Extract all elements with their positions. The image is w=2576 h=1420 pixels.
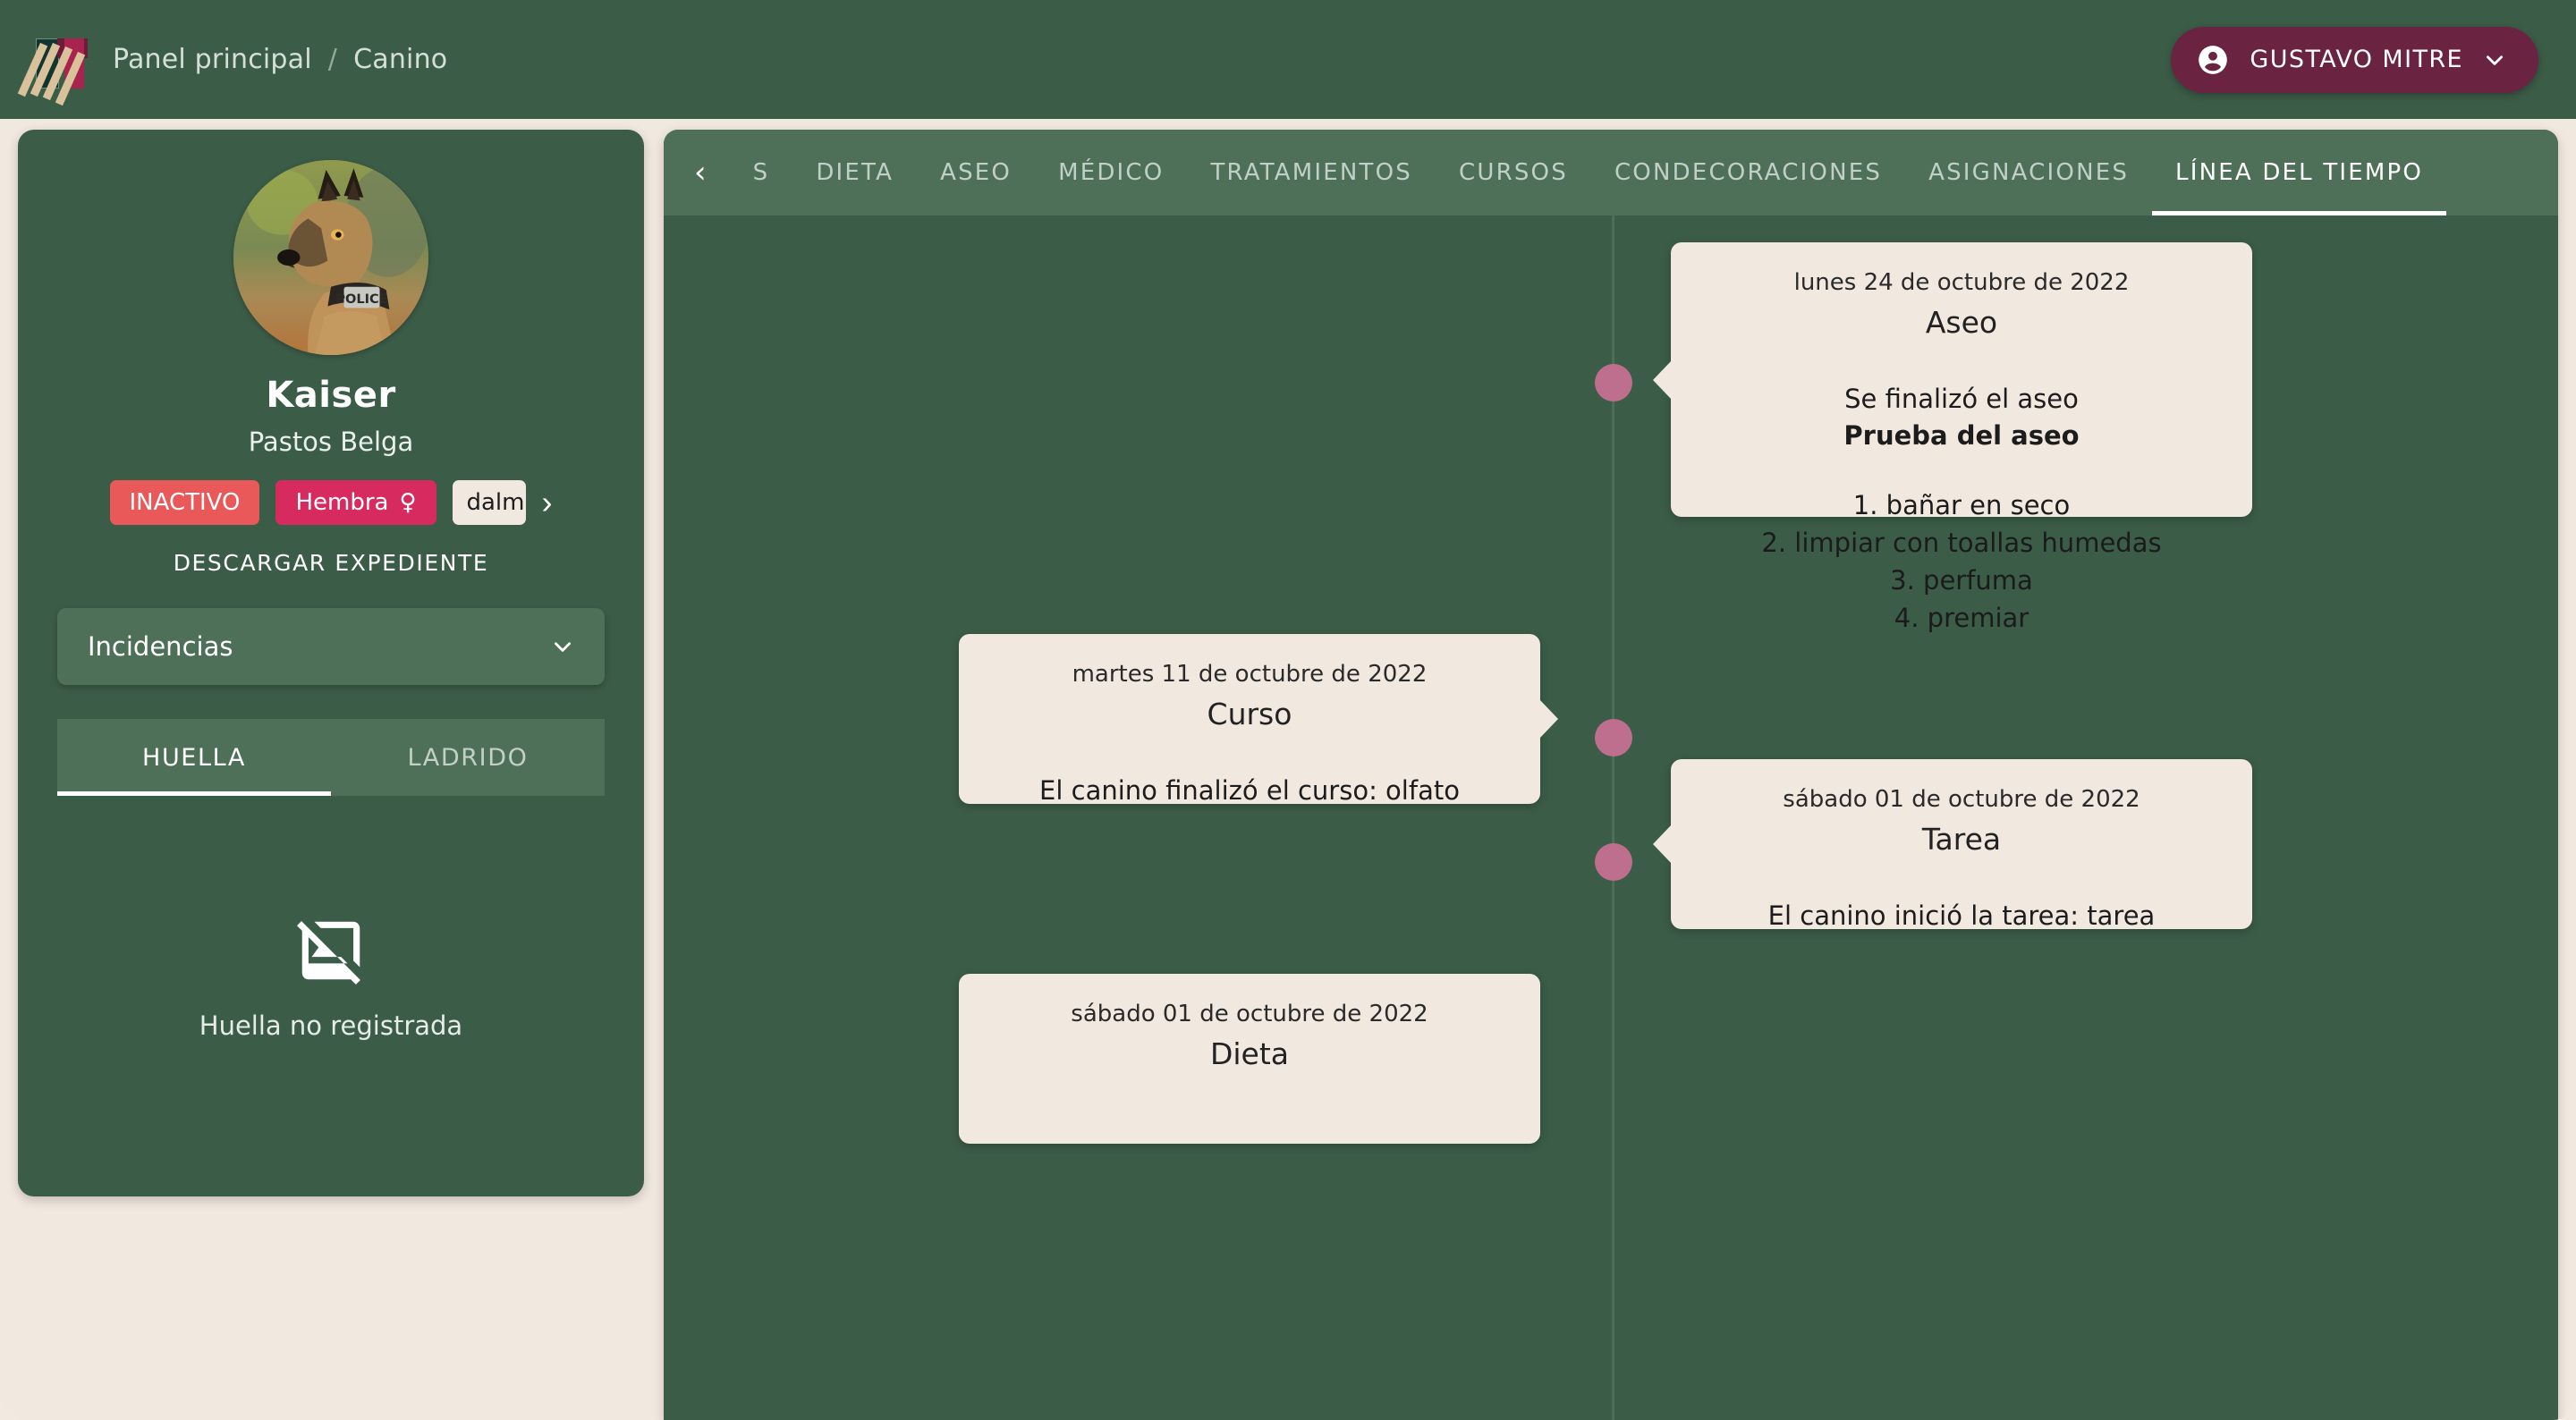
tab-huella[interactable]: HUELLA bbox=[142, 743, 246, 772]
timeline-dot[interactable] bbox=[1595, 719, 1632, 756]
dog-name: Kaiser bbox=[266, 375, 396, 416]
status-badge-inactivo-label: INACTIVO bbox=[129, 489, 241, 516]
timeline-card-notch bbox=[1653, 359, 1672, 400]
timeline-card-date: lunes 24 de octubre de 2022 bbox=[1793, 269, 2130, 296]
biometric-tabs: HUELLA LADRIDO bbox=[57, 719, 605, 796]
timeline-card-title: Dieta bbox=[1209, 1036, 1290, 1071]
breadcrumb-item-canino[interactable]: Canino bbox=[353, 44, 448, 75]
status-badge-breed-label: dalma bbox=[466, 489, 526, 516]
timeline-card-notch bbox=[1653, 824, 1672, 864]
huella-empty-state: Huella no registrada bbox=[199, 912, 462, 1041]
timeline-card-aseo[interactable]: lunes 24 de octubre de 2022 Aseo Se fina… bbox=[1653, 242, 2252, 633]
tab-linea-del-tiempo[interactable]: LÍNEA DEL TIEMPO bbox=[2152, 130, 2447, 216]
timeline-card-date: sábado 01 de octubre de 2022 bbox=[1071, 1001, 1428, 1027]
tab-cursos[interactable]: CURSOS bbox=[1459, 159, 1568, 186]
biometric-tab-indicator bbox=[57, 791, 331, 796]
tab-ladrido[interactable]: LADRIDO bbox=[407, 743, 529, 772]
status-badge-inactivo[interactable]: INACTIVO bbox=[109, 480, 260, 525]
timeline-card-steps: 1. bañar en seco 2. limpiar con toallas … bbox=[1701, 486, 2222, 637]
timeline-card-body-line1: Se finalizó el aseo bbox=[1844, 384, 2079, 414]
timeline-card-body: El canino finalizó el curso: olfato bbox=[1039, 775, 1460, 806]
timeline-card-notch bbox=[1539, 699, 1558, 739]
timeline-card-title: Curso bbox=[1207, 697, 1292, 731]
image-not-supported-icon bbox=[292, 912, 369, 989]
chevron-down-icon bbox=[2483, 48, 2506, 72]
timeline-card-date: sábado 01 de octubre de 2022 bbox=[1783, 786, 2140, 813]
breadcrumb: Panel principal / Canino bbox=[113, 44, 447, 75]
timeline-step: 4. premiar bbox=[1894, 603, 2029, 634]
timeline-card-body: Se finalizó el aseo Prueba del aseo bbox=[1701, 381, 2222, 454]
huella-empty-caption: Huella no registrada bbox=[199, 1010, 463, 1041]
svg-text:POLICE: POLICE bbox=[335, 292, 387, 307]
tab-dieta[interactable]: DIETA bbox=[816, 159, 894, 186]
user-menu-button[interactable]: GUSTAVO MITRE bbox=[2171, 26, 2538, 93]
chevron-right-icon[interactable]: › bbox=[541, 484, 553, 520]
status-badge-sexo-label: Hembra bbox=[295, 489, 389, 516]
dog-breed: Pastos Belga bbox=[248, 427, 414, 457]
timeline-card-title: Tarea bbox=[1921, 822, 2002, 857]
female-symbol-icon: ♀ bbox=[399, 489, 417, 516]
chevron-left-icon[interactable]: ‹ bbox=[694, 155, 707, 190]
tab-asignaciones[interactable]: ASIGNACIONES bbox=[1928, 159, 2130, 186]
tab-tratamientos[interactable]: TRATAMIENTOS bbox=[1210, 159, 1412, 186]
timeline-dot[interactable] bbox=[1595, 364, 1632, 401]
breadcrumb-separator: / bbox=[327, 44, 338, 75]
content-area: POLICE Kaiser Pastos Belga INACTIVO Hemb… bbox=[0, 119, 2576, 1420]
tab-s[interactable]: S bbox=[752, 159, 770, 186]
download-file-button[interactable]: DESCARGAR EXPEDIENTE bbox=[173, 550, 489, 576]
tab-condecoraciones[interactable]: CONDECORACIONES bbox=[1614, 159, 1883, 186]
status-badge-breed[interactable]: dalma bbox=[452, 480, 526, 525]
timeline-card-dieta[interactable]: sábado 01 de octubre de 2022 Dieta bbox=[959, 974, 1540, 1144]
dog-avatar-photo: POLICE bbox=[233, 160, 428, 355]
timeline-card-body-line2: Prueba del aseo bbox=[1843, 420, 2080, 452]
top-bar: Panel principal / Canino GUSTAVO MITRE bbox=[0, 0, 2576, 119]
dog-status-chips: INACTIVO Hembra ♀ dalma › bbox=[57, 480, 605, 525]
user-name-label: GUSTAVO MITRE bbox=[2250, 46, 2463, 73]
chevron-down-icon bbox=[551, 635, 574, 658]
timeline-card-body: El canino inició la tarea: tarea bbox=[1767, 900, 2156, 931]
timeline-step: 2. limpiar con toallas humedas bbox=[1761, 528, 2162, 559]
tab-aseo[interactable]: ASEO bbox=[940, 159, 1013, 186]
timeline-axis bbox=[1612, 216, 1614, 1420]
breadcrumb-item-panel-principal[interactable]: Panel principal bbox=[113, 44, 312, 75]
detail-tab-bar: ‹ S DIETA ASEO MÉDICO TRATAMIENTOS CURSO… bbox=[664, 130, 2558, 216]
canine-detail-panel: ‹ S DIETA ASEO MÉDICO TRATAMIENTOS CURSO… bbox=[664, 130, 2558, 1420]
canine-profile-card: POLICE Kaiser Pastos Belga INACTIVO Hemb… bbox=[18, 130, 644, 1196]
timeline-card-date: martes 11 de octubre de 2022 bbox=[1072, 661, 1428, 688]
status-badge-sexo[interactable]: Hembra ♀ bbox=[275, 480, 436, 525]
incidencias-select[interactable]: Incidencias bbox=[57, 608, 605, 685]
app-logo-icon[interactable] bbox=[17, 31, 88, 106]
timeline-step: 3. perfuma bbox=[1890, 565, 2033, 596]
timeline-dot[interactable] bbox=[1595, 843, 1632, 881]
timeline-card-title: Aseo bbox=[1925, 305, 1998, 340]
tab-medico[interactable]: MÉDICO bbox=[1058, 159, 1165, 186]
timeline-card-curso[interactable]: martes 11 de octubre de 2022 Curso El ca… bbox=[959, 634, 1558, 806]
incidencias-select-value: Incidencias bbox=[88, 631, 233, 662]
timeline: lunes 24 de octubre de 2022 Aseo Se fina… bbox=[664, 216, 2558, 1420]
timeline-step: 1. bañar en seco bbox=[1852, 490, 2071, 521]
account-circle-icon bbox=[2196, 43, 2230, 77]
timeline-card-tarea[interactable]: sábado 01 de octubre de 2022 Tarea El ca… bbox=[1653, 759, 2252, 931]
